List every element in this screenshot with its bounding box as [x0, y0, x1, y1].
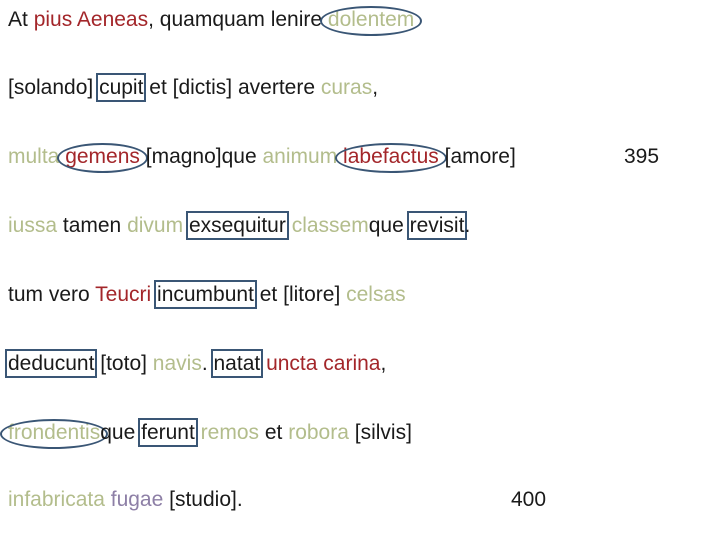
verse-line-1: At pius Aeneas, quamquam lenire dolentem	[8, 5, 414, 35]
text-segment: classem	[291, 214, 369, 237]
boxed-verb: incumbunt	[154, 280, 257, 309]
text-segment: et [dictis] avertere	[143, 76, 321, 99]
text-segment: tum vero	[8, 283, 96, 306]
line-number: 400	[511, 488, 547, 511]
circled-word: dolentem	[327, 8, 415, 31]
text-segment: [toto]	[94, 352, 153, 375]
text-segment: navis	[152, 352, 202, 375]
text-segment: pius Aeneas	[33, 8, 149, 31]
text-segment: remos	[200, 421, 260, 444]
text-segment: Teucri	[95, 283, 152, 306]
verse-line-3: multa gemens [magno]que animum labefactu…	[8, 142, 516, 172]
text-segment: robora	[288, 421, 349, 444]
text-segment: tamen	[57, 214, 128, 237]
verse-line-7: frondentisque ferunt remos et robora [si…	[8, 418, 412, 448]
boxed-verb: cupit	[96, 73, 147, 102]
boxed-verb: revisit	[406, 211, 468, 240]
text-segment	[105, 488, 111, 511]
text-segment: , quamquam lenire	[148, 8, 328, 31]
text-segment: multa	[8, 145, 66, 168]
boxed-verb: ferunt	[138, 418, 198, 447]
circled-word: gemens	[65, 145, 140, 168]
text-segment: que	[368, 214, 410, 237]
line-number: 395	[624, 145, 660, 168]
text-segment: .	[464, 214, 471, 237]
boxed-verb: deducunt	[4, 349, 98, 378]
text-segment: animum	[262, 145, 338, 168]
text-segment: .	[201, 352, 214, 375]
boxed-verb: natat	[210, 349, 264, 378]
text-segment: ,	[372, 76, 379, 99]
text-segment: [solando]	[8, 76, 100, 99]
text-segment: ,	[380, 352, 387, 375]
text-segment: et	[259, 421, 289, 444]
text-segment: [amore]	[438, 145, 516, 168]
verse-line-2: [solando] cupit et [dictis] avertere cur…	[8, 73, 378, 103]
circled-word: frondentis	[8, 421, 101, 444]
circled-word: labefactus	[343, 145, 439, 168]
text-segment: infabricata	[8, 488, 105, 511]
text-segment	[286, 214, 292, 237]
text-segment: iussa	[8, 214, 58, 237]
text-segment: [magno]que	[139, 145, 263, 168]
text-segment	[195, 421, 201, 444]
text-segment: [studio].	[163, 488, 243, 511]
text-segment: que	[100, 421, 142, 444]
verse-line-8: infabricata fugae [studio].	[8, 485, 243, 515]
text-segment: uncta carina	[266, 352, 381, 375]
boxed-verb: exsequitur	[185, 211, 289, 240]
text-segment: [silvis]	[348, 421, 412, 444]
text-segment: fugae	[110, 488, 164, 511]
text-segment: divum	[127, 214, 184, 237]
verse-line-5: tum vero Teucri incumbunt et [litore] ce…	[8, 280, 406, 310]
text-segment: curas	[320, 76, 373, 99]
text-segment: celsas	[346, 283, 406, 306]
verse-line-4: iussa tamen divum exsequitur classemque …	[8, 211, 470, 241]
text-segment: et [litore]	[253, 283, 347, 306]
verse-line-6: deducunt [toto] navis. natat uncta carin…	[4, 349, 387, 379]
text-segment: At	[8, 8, 34, 31]
